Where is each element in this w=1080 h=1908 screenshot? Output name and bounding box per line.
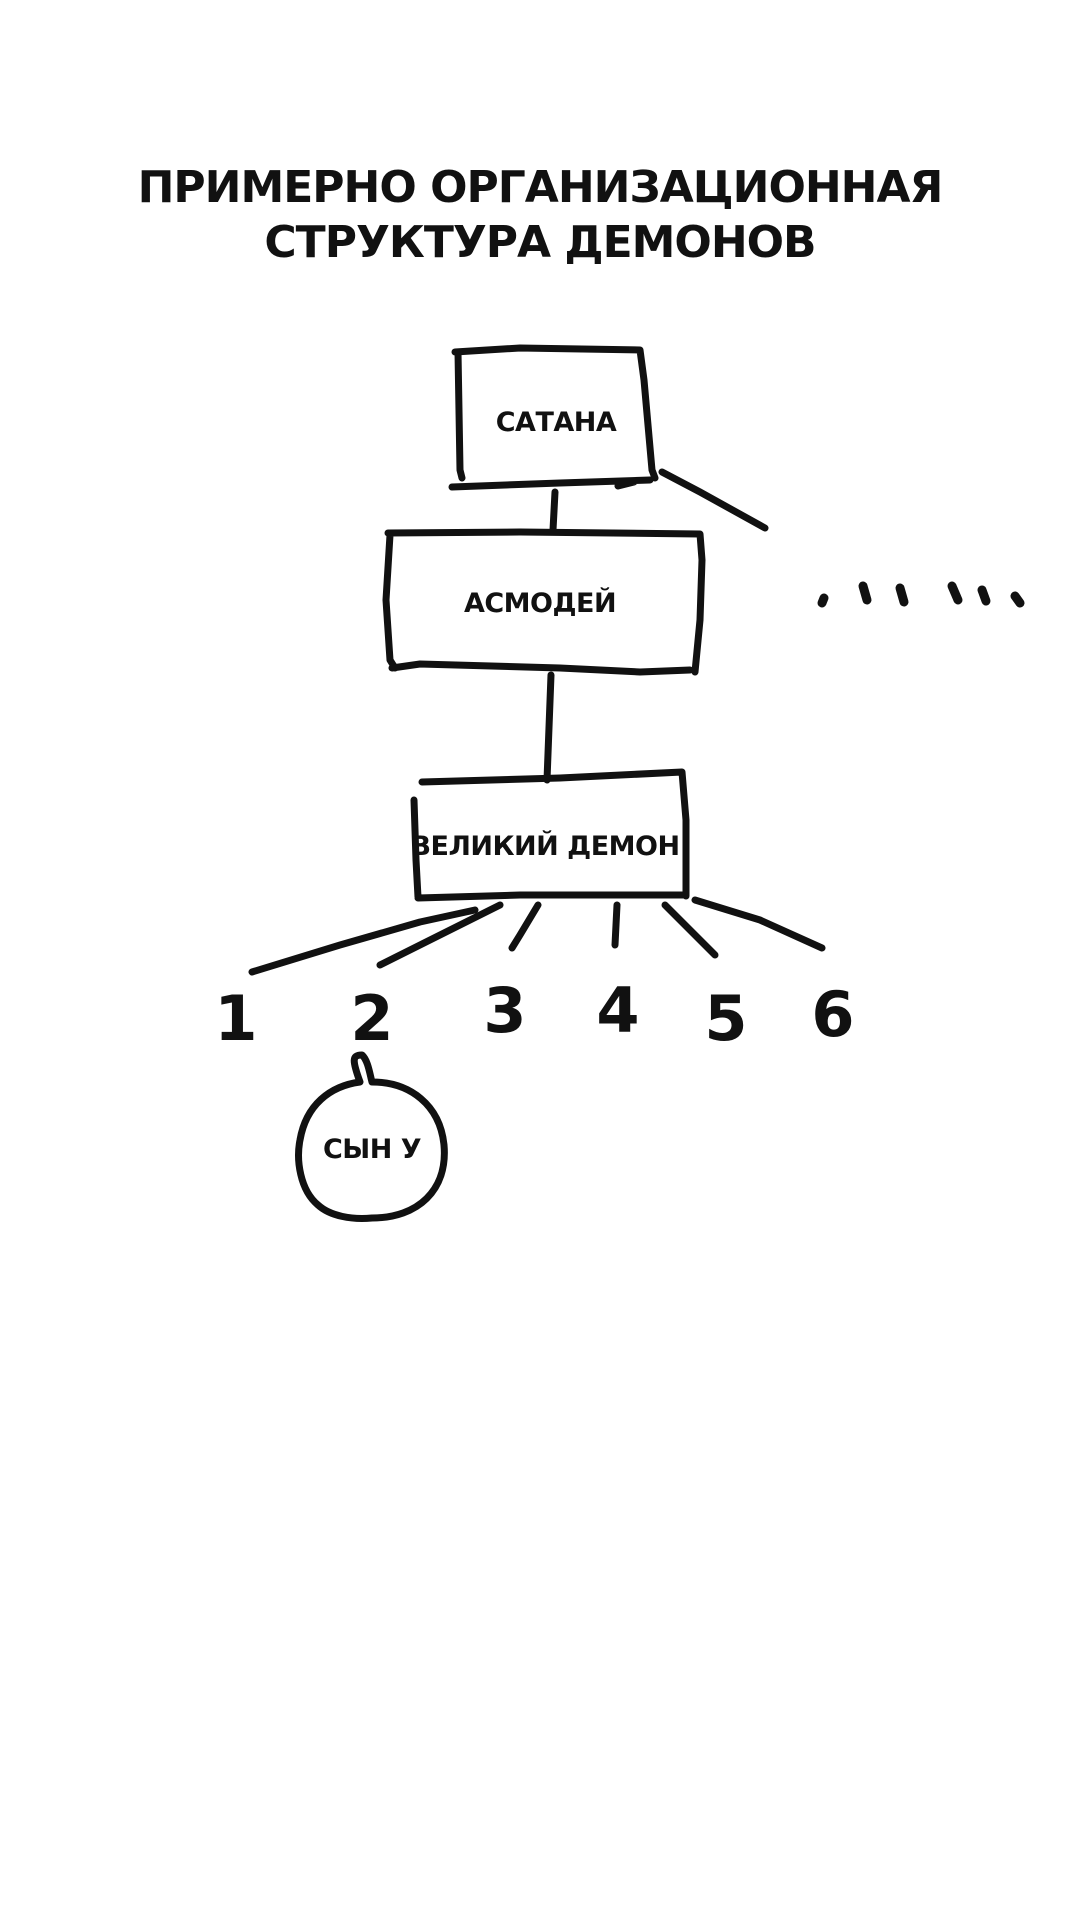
- satan-branch-line: [658, 468, 769, 532]
- subordinate-1: 1: [214, 982, 257, 1055]
- title-line-2: СТРУКТУРА ДЕМОНОВ: [264, 217, 815, 268]
- subordinate-branches: [248, 896, 826, 976]
- bubble-text: СЫН У: [323, 1134, 422, 1165]
- subordinate-2: 2: [350, 982, 393, 1055]
- great-demon-label: ВЕЛИКИЙ ДЕМОН: [410, 830, 679, 862]
- subordinate-numbers: 1 2 3 4 5 6: [214, 974, 854, 1055]
- satan-label: САТАНА: [496, 407, 617, 438]
- more-branches-ellipsis: [817, 581, 1025, 608]
- great-demon-node: ВЕЛИКИЙ ДЕМОН: [410, 768, 690, 902]
- subordinate-6: 6: [811, 978, 854, 1051]
- subordinate-3: 3: [483, 974, 526, 1047]
- son-speech-bubble: СЫН У: [295, 1051, 448, 1222]
- title-line-1: ПРИМЕРНО ОРГАНИЗАЦИОННАЯ: [138, 162, 943, 213]
- subordinate-5: 5: [704, 982, 747, 1055]
- satan-box-outline: [448, 344, 659, 491]
- connector-satan-asmodeus: [549, 488, 559, 534]
- subordinate-4: 4: [596, 974, 639, 1047]
- branch-line-4: [611, 901, 621, 949]
- bubble-outline: [295, 1051, 448, 1222]
- branch-line-6: [691, 896, 826, 952]
- branch-line-3: [508, 901, 542, 952]
- branch-line-1: [248, 906, 479, 976]
- asmodeus-box-outline: [382, 528, 706, 676]
- asmodeus-label: АСМОДЕЙ: [464, 587, 616, 619]
- satan-node: САТАНА: [448, 344, 659, 491]
- branch-line-2: [376, 901, 504, 969]
- branch-line-5: [661, 901, 719, 959]
- connector-asmodeus-great-demon: [543, 671, 555, 784]
- asmodeus-node: АСМОДЕЙ: [382, 528, 706, 676]
- great-demon-box-outline: [410, 768, 690, 902]
